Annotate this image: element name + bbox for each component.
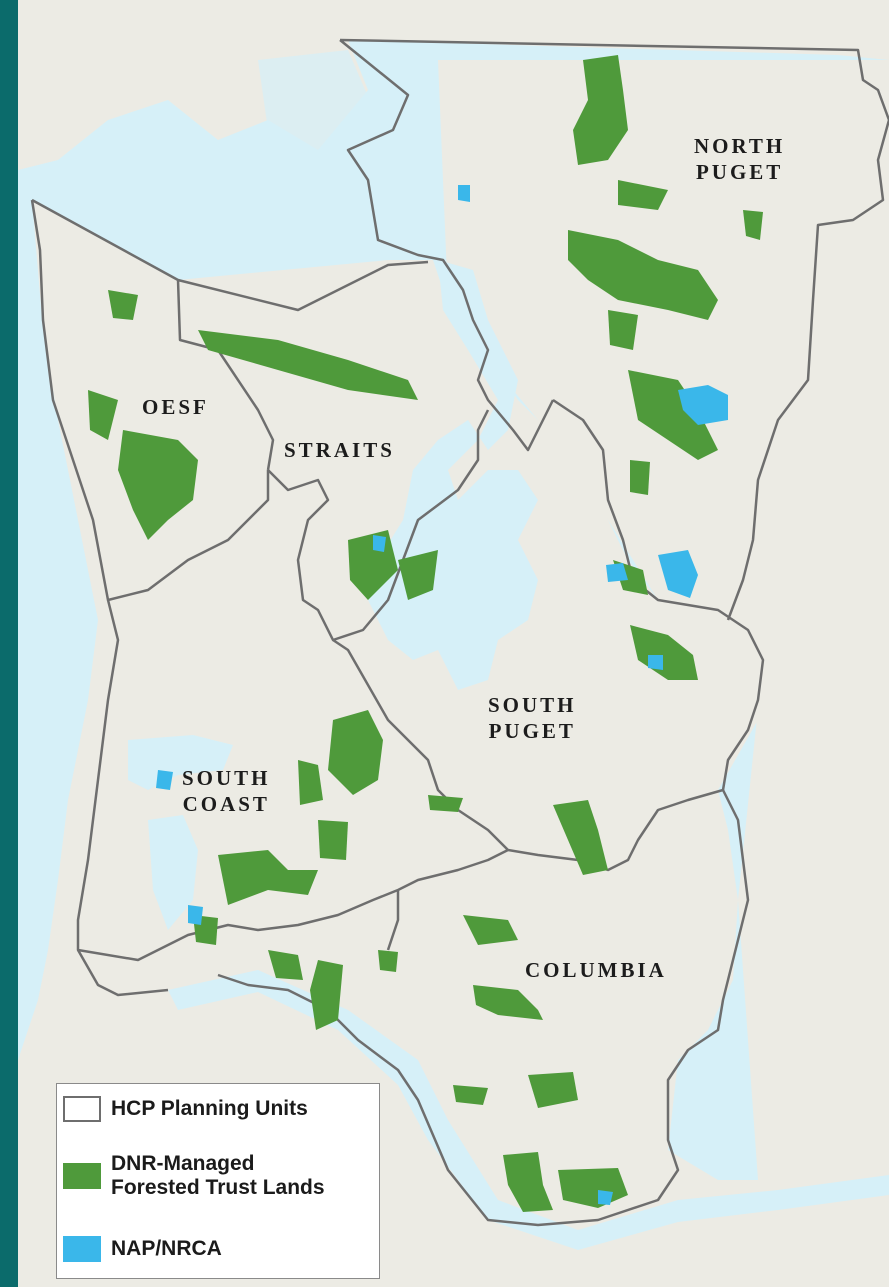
canada-land [18, 0, 889, 170]
washington-land [18, 200, 889, 1287]
forest-patch-sc2 [298, 760, 323, 805]
region-label-line: NORTH [694, 134, 786, 158]
map-frame: NORTH PUGET OESF STRAITS SOUTH PUGET SOU… [18, 0, 889, 1287]
forest-patch-sc6 [268, 950, 303, 980]
north-puget-boundary [339, 38, 889, 621]
region-label-line: PUGET [695, 160, 784, 184]
legend-label-dnr: DNR-Managed Forested Trust Lands [111, 1152, 325, 1199]
dnr-forested-trust-lands [88, 55, 763, 1212]
blue-box-icon [63, 1236, 101, 1262]
region-label-oesf: OESF [142, 394, 209, 420]
nap-patch-1 [678, 385, 728, 425]
willapa-bay-water [148, 815, 198, 930]
forest-patch-col7 [378, 950, 398, 972]
forest-patch-col5 [503, 1152, 553, 1212]
nap-patch-3 [606, 563, 628, 582]
legend-label-hcp: HCP Planning Units [111, 1097, 308, 1120]
nap-patch-4 [458, 185, 470, 202]
legend-item-dnr: DNR-Managed Forested Trust Lands [63, 1152, 325, 1200]
forest-patch-oesf1 [118, 430, 198, 540]
forest-patch-oesf2 [88, 390, 118, 440]
region-label-north-puget: NORTH PUGET [694, 133, 785, 185]
forest-patch-np8 [743, 210, 763, 240]
forest-patch-np6 [630, 460, 650, 495]
region-label-straits: STRAITS [284, 437, 395, 463]
nap-patch-8 [598, 1190, 613, 1205]
forest-patch-np3 [618, 180, 668, 210]
south-coast-boundary [76, 599, 509, 962]
nap-patch-9 [373, 535, 386, 552]
forest-patch-np1 [573, 55, 628, 165]
region-label-line: SOUTH [488, 693, 577, 717]
forest-patch-np4 [608, 310, 638, 350]
region-label-line: COLUMBIA [525, 958, 667, 982]
forest-patch-oesf3 [108, 290, 138, 320]
region-label-line: PUGET [488, 719, 576, 743]
columbia-boundary [76, 789, 750, 1227]
forest-patch-np2 [568, 230, 718, 320]
forest-patch-col1 [473, 985, 543, 1020]
forest-patch-sp3 [428, 795, 463, 812]
forest-patch-sp2 [553, 800, 608, 875]
map-canvas [18, 0, 889, 1287]
nap-nrca-areas [156, 185, 728, 1205]
olympic-boundary [31, 198, 429, 471]
forest-patch-sc4 [318, 820, 348, 860]
region-label-line: COAST [182, 792, 270, 816]
forest-patch-str3 [398, 550, 438, 600]
legend-label-nap: NAP/NRCA [111, 1237, 222, 1260]
region-label-line: SOUTH [182, 766, 271, 790]
forest-patch-str1 [198, 330, 418, 400]
forest-patch-sc7 [310, 960, 343, 1030]
san-juan-water [258, 50, 378, 200]
forest-patch-sc1 [328, 710, 383, 795]
legend-item-hcp: HCP Planning Units [63, 1096, 308, 1122]
outline-box-icon [63, 1096, 101, 1122]
oesf-boundary [30, 199, 270, 602]
region-label-line: OESF [142, 395, 209, 419]
region-label-south-coast: SOUTH COAST [182, 765, 271, 817]
forest-patch-np5 [628, 370, 718, 460]
nap-patch-2 [658, 550, 698, 598]
east-land [438, 60, 889, 1180]
nap-patch-7 [648, 655, 663, 670]
forest-patch-sp1 [630, 625, 698, 680]
forest-patch-col2 [463, 915, 518, 945]
forest-patch-col3 [528, 1072, 578, 1108]
green-box-icon [63, 1163, 101, 1189]
forest-patch-sc3 [218, 850, 318, 905]
region-label-columbia: COLUMBIA [525, 957, 667, 983]
region-label-south-puget: SOUTH PUGET [488, 692, 577, 744]
nap-patch-6 [188, 905, 203, 925]
forest-patch-str2 [348, 530, 398, 600]
legend-item-nap: NAP/NRCA [63, 1236, 222, 1262]
nap-patch-5 [156, 770, 173, 790]
grays-harbor-water [128, 735, 233, 790]
map-legend: HCP Planning Units DNR-Managed Forested … [56, 1083, 380, 1279]
forest-patch-col4 [453, 1085, 488, 1105]
region-label-line: STRAITS [284, 438, 395, 462]
